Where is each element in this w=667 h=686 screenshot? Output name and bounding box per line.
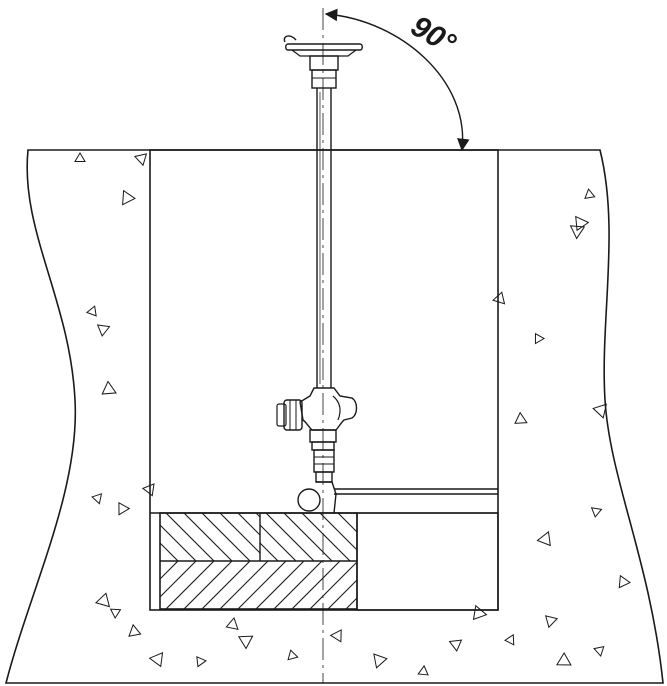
aggregate-triangle	[225, 616, 239, 630]
hatch-line	[237, 561, 287, 609]
aggregate-triangle	[133, 153, 148, 167]
hatch-block-1	[160, 513, 340, 561]
hatch-line	[260, 560, 261, 561]
aggregate-triangle	[584, 188, 596, 200]
hatch-line	[319, 513, 357, 551]
hatch-line	[392, 513, 440, 561]
valve-body	[276, 387, 358, 431]
aggregate-triangle	[417, 664, 429, 676]
hatch-line	[400, 561, 448, 609]
aggregate-triangle	[122, 189, 136, 206]
hatch-line	[255, 561, 305, 609]
hatch-line	[337, 513, 357, 533]
aggregate-triangle	[128, 623, 142, 637]
hatch-line	[292, 513, 340, 561]
hatch-block-3	[160, 561, 448, 609]
aggregate-triangle	[556, 652, 572, 666]
aggregate-triangle	[118, 502, 131, 516]
hatch-line	[160, 524, 197, 561]
hatch-line	[160, 561, 179, 580]
hatch-line	[160, 542, 179, 561]
aggregate-triangle	[472, 604, 488, 621]
concrete-ground	[4, 149, 664, 684]
spindle-rod	[316, 88, 332, 388]
aggregate-triangle	[85, 305, 97, 317]
hatch-line	[165, 513, 215, 561]
hatch-block-2	[260, 513, 440, 561]
valve-pit	[149, 149, 499, 611]
aggregate-triangle	[94, 592, 111, 608]
hatch-line	[374, 513, 422, 561]
hatch-line	[327, 579, 357, 609]
aggregate-triangle	[237, 635, 254, 650]
support-blocks	[159, 512, 448, 610]
aggregate-triangle	[618, 574, 631, 589]
aggregate-triangle	[148, 651, 164, 668]
hatch-line	[291, 561, 341, 609]
aggregate-triangle	[74, 152, 86, 162]
hatch-line	[160, 560, 161, 561]
aggregate-triangle	[544, 615, 559, 629]
aggregate-triangle	[592, 403, 608, 419]
concrete-aggregate	[74, 152, 631, 676]
aggregate-triangle	[492, 291, 506, 305]
aggregate-triangle	[96, 324, 111, 337]
hatch-line	[364, 561, 412, 609]
hatch-line	[160, 561, 161, 562]
aggregate-triangle	[590, 507, 603, 518]
hatch-line	[219, 561, 269, 609]
angle-label: 90°	[405, 10, 462, 62]
aggregate-triangle	[593, 645, 605, 658]
hatch-line	[283, 513, 333, 561]
aggregate-triangle	[504, 633, 515, 646]
hatch-line	[255, 513, 260, 518]
hatch-line	[260, 524, 297, 561]
aggregate-triangle	[91, 493, 103, 505]
hatch-line	[355, 513, 357, 515]
aggregate-triangle	[448, 639, 463, 652]
angle-arc	[324, 8, 470, 152]
aggregate-triangle	[287, 649, 299, 661]
hatch-line	[309, 561, 357, 609]
aggregate-triangle	[536, 530, 551, 547]
hatch-line	[183, 513, 233, 561]
aggregate-triangle	[534, 332, 546, 345]
hatch-line	[260, 542, 279, 561]
hatch-line	[219, 513, 260, 554]
hatch-line	[183, 561, 233, 609]
valve-lower-fitting	[297, 429, 337, 514]
angle-indicator: 90°	[324, 8, 470, 152]
hatch-line	[345, 597, 357, 609]
hatch-line	[301, 513, 351, 561]
hatch-line	[160, 561, 197, 598]
aggregate-triangle	[575, 215, 590, 232]
hatch-line	[265, 513, 315, 561]
aggregate-triangle	[329, 629, 342, 643]
hatch-line	[201, 561, 251, 609]
aggregate-triangle	[196, 655, 207, 668]
aggregate-triangle	[101, 380, 117, 395]
aggregate-triangle	[109, 608, 122, 620]
hatch-line	[201, 513, 251, 561]
hatch-line	[273, 561, 323, 609]
hatch-line	[165, 561, 215, 609]
hatch-line	[382, 561, 430, 609]
aggregate-triangle	[514, 411, 528, 424]
aggregate-triangle	[141, 483, 155, 497]
hatch-line	[237, 513, 260, 536]
aggregate-triangle	[373, 653, 388, 669]
drain-pipe	[334, 488, 498, 495]
aggregate-triangle	[569, 225, 586, 240]
hatch-line	[274, 513, 322, 561]
